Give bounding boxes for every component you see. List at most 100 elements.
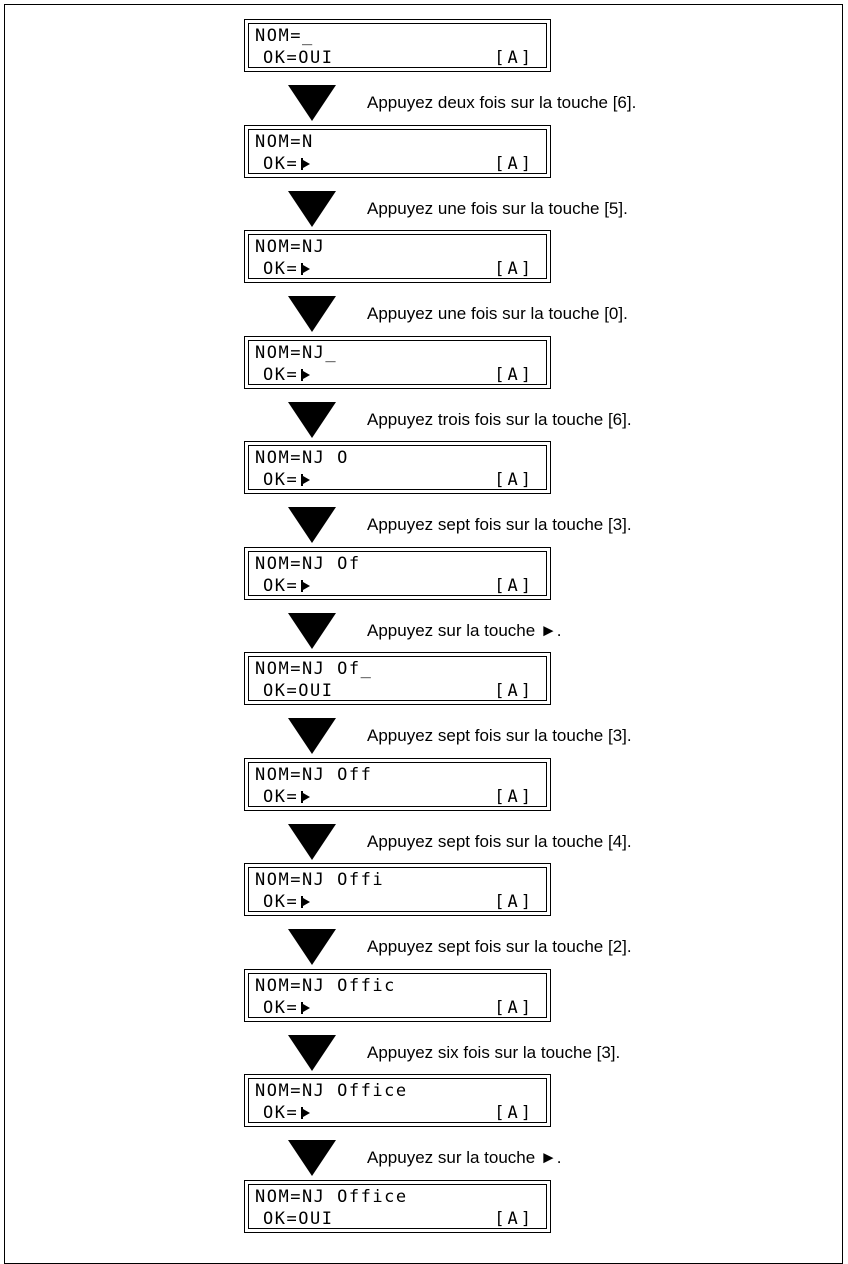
pointer-right-icon bbox=[301, 368, 311, 381]
step-instruction: Appuyez sept fois sur la touche [4]. bbox=[367, 831, 632, 851]
step-instruction: Appuyez deux fois sur la touche [6]. bbox=[367, 93, 637, 112]
input-mode-indicator: [A] bbox=[494, 470, 534, 490]
ok-label: OK= bbox=[263, 1103, 299, 1123]
ok-value: OUI bbox=[298, 48, 334, 68]
ok-value: OUI bbox=[298, 681, 334, 701]
lcd-ok-line: OK= bbox=[263, 575, 311, 596]
down-triangle-icon bbox=[288, 1034, 336, 1071]
lcd-screen: NOM=NJ_OK= [A] bbox=[248, 339, 547, 385]
ok-label: OK= bbox=[263, 997, 299, 1018]
pointer-right-icon bbox=[301, 157, 311, 170]
lcd-ok-line: OK= bbox=[263, 364, 311, 385]
lcd-ok-line: OK= bbox=[263, 997, 311, 1018]
step-instruction: Appuyez sur la touche ►. bbox=[367, 620, 562, 640]
pointer-right-icon bbox=[301, 896, 311, 908]
lcd-name-line: NOM=NJ Offi bbox=[255, 870, 385, 890]
ok-label: OK= bbox=[263, 364, 299, 385]
lcd-name-line: NOM=NJ Off bbox=[255, 764, 373, 785]
lcd-name-line: NOM=NJ Office bbox=[255, 1081, 408, 1101]
lcd-ok-line: OK=OUI bbox=[263, 48, 333, 68]
input-mode-indicator: [A] bbox=[494, 892, 534, 912]
down-triangle-icon bbox=[288, 823, 336, 860]
ok-label: OK= bbox=[263, 681, 299, 701]
down-triangle-icon bbox=[288, 718, 336, 754]
lcd-name-line: NOM=NJ bbox=[255, 237, 326, 257]
lcd-display: NOM=NJ Of_OK=OUI [A] bbox=[244, 652, 551, 705]
down-triangle-icon bbox=[288, 507, 336, 543]
step-instruction: Appuyez une fois sur la touche [0]. bbox=[367, 304, 628, 323]
pointer-right-icon bbox=[301, 579, 311, 592]
step-instruction: Appuyez sept fois sur la touche [3]. bbox=[367, 726, 632, 745]
down-triangle-icon bbox=[288, 1140, 336, 1176]
input-mode-indicator: [A] bbox=[494, 575, 534, 596]
lcd-ok-line: OK= bbox=[263, 470, 311, 490]
ok-label: OK= bbox=[263, 48, 299, 68]
pointer-right-icon bbox=[301, 263, 311, 275]
lcd-display: NOM=_OK=OUI [A] bbox=[244, 19, 551, 72]
input-mode-indicator: [A] bbox=[494, 48, 534, 68]
lcd-name-line: NOM=NJ_ bbox=[255, 342, 338, 363]
down-triangle-icon bbox=[288, 85, 336, 121]
ok-label: OK= bbox=[263, 786, 299, 807]
lcd-name-line: NOM=NJ Office bbox=[255, 1186, 408, 1207]
lcd-ok-line: OK=OUI bbox=[263, 1209, 333, 1229]
lcd-name-line: NOM=NJ O bbox=[255, 448, 349, 468]
lcd-ok-line: OK= bbox=[263, 892, 311, 912]
lcd-name-line: NOM=NJ Of bbox=[255, 553, 361, 574]
pointer-right-icon bbox=[301, 1107, 311, 1119]
step-instruction: Appuyez sept fois sur la touche [2]. bbox=[367, 937, 632, 956]
lcd-ok-line: OK= bbox=[263, 259, 311, 279]
input-mode-indicator: [A] bbox=[494, 1208, 534, 1229]
lcd-screen: NOM=_OK=OUI [A] bbox=[248, 23, 547, 68]
lcd-ok-line: OK=OUI bbox=[263, 681, 333, 701]
lcd-name-line: NOM=NJ Of_ bbox=[255, 659, 373, 679]
down-triangle-icon bbox=[288, 296, 336, 332]
lcd-ok-line: OK= bbox=[263, 153, 311, 174]
ok-label: OK= bbox=[263, 575, 299, 596]
ok-label: OK= bbox=[263, 1208, 299, 1229]
pointer-right-icon bbox=[301, 474, 311, 486]
ok-label: OK= bbox=[263, 470, 299, 490]
down-triangle-icon bbox=[288, 612, 336, 649]
step-instruction: Appuyez trois fois sur la touche [6]. bbox=[367, 409, 632, 429]
step-instruction: Appuyez sept fois sur la touche [3]. bbox=[367, 515, 632, 534]
pointer-right-icon bbox=[301, 1001, 311, 1014]
step-instruction: Appuyez six fois sur la touche [3]. bbox=[367, 1042, 621, 1062]
input-mode-indicator: [A] bbox=[494, 997, 534, 1018]
input-mode-indicator: [A] bbox=[494, 259, 534, 279]
lcd-ok-line: OK= bbox=[263, 1103, 311, 1123]
input-mode-indicator: [A] bbox=[494, 786, 534, 807]
ok-label: OK= bbox=[263, 153, 299, 174]
lcd-ok-line: OK= bbox=[263, 786, 311, 807]
input-mode-indicator: [A] bbox=[494, 153, 534, 174]
step-instruction: Appuyez une fois sur la touche [5]. bbox=[367, 198, 628, 218]
lcd-name-line: NOM=N bbox=[255, 131, 314, 152]
input-mode-indicator: [A] bbox=[494, 681, 534, 701]
step-instruction: Appuyez sur la touche ►. bbox=[367, 1148, 562, 1167]
lcd-display: NOM=NJ_OK= [A] bbox=[244, 335, 551, 389]
ok-label: OK= bbox=[263, 892, 299, 912]
down-triangle-icon bbox=[288, 190, 336, 227]
lcd-name-line: NOM=_ bbox=[255, 26, 314, 46]
pointer-right-icon bbox=[301, 790, 311, 803]
lcd-name-line: NOM=NJ Offic bbox=[255, 975, 396, 996]
input-mode-indicator: [A] bbox=[494, 364, 534, 385]
input-mode-indicator: [A] bbox=[494, 1103, 534, 1123]
